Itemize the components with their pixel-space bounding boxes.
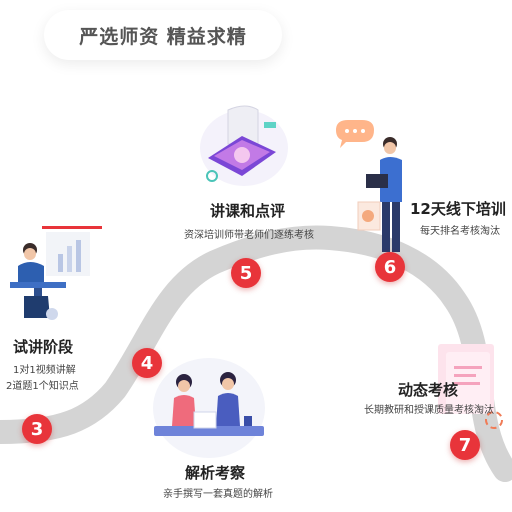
step-7-desc: 长期教研和授课质量考核淘汰 <box>364 405 494 416</box>
step-5-title: 讲课和点评 <box>210 202 286 220</box>
step-3-title: 试讲阶段 <box>13 338 74 356</box>
step-3-badge: 3 <box>22 414 52 444</box>
step-5-badge: 5 <box>231 258 261 288</box>
study-illustration <box>153 358 265 458</box>
step-6-desc: 每天排名考核淘汰 <box>420 226 500 237</box>
assessment-illustration <box>438 344 503 429</box>
step-6-title: 12天线下培训 <box>410 200 506 218</box>
header-banner: 严选师资 精益求精 <box>44 10 282 60</box>
step-7-title: 动态考核 <box>398 381 459 399</box>
step-6-badge: 6 <box>375 252 405 282</box>
trainer-illustration <box>336 120 402 252</box>
lecture-illustration <box>10 226 102 320</box>
step-4-badge: 4 <box>132 348 162 378</box>
step-7-badge: 7 <box>450 430 480 460</box>
page-title: 严选师资 精益求精 <box>79 25 247 48</box>
step-3-desc-line-1: 1对1视频讲解 <box>13 365 76 376</box>
step-3-desc-line-2: 2道题1个知识点 <box>6 381 79 392</box>
phone-review-illustration <box>200 105 288 186</box>
step-4-title: 解析考察 <box>185 464 246 482</box>
step-5-desc: 资深培训师带老师们逐练考核 <box>184 230 314 241</box>
step-4-desc: 亲手撰写一套真题的解析 <box>163 489 273 500</box>
